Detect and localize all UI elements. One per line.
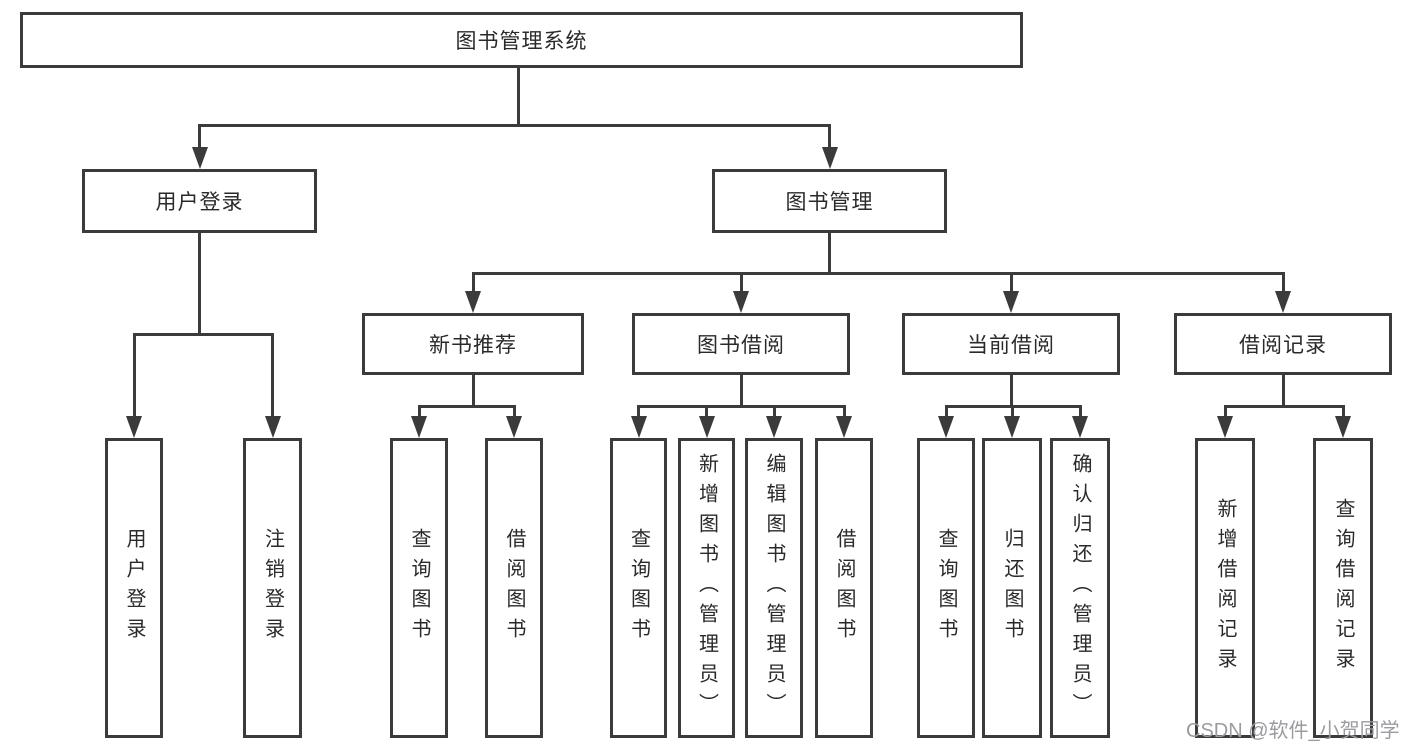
node-book-management: 图书管理 bbox=[712, 169, 947, 233]
connector-drop bbox=[271, 334, 274, 418]
leaf-cb-confirm-return-admin-label: 确认归还（管理员） bbox=[1069, 453, 1091, 723]
leaf-cb-return-book-label: 归还图书 bbox=[1001, 528, 1023, 648]
leaf-nb-search-book-label: 查询图书 bbox=[408, 528, 430, 648]
connector-drop bbox=[1010, 406, 1014, 418]
leaf-br-add-record: 新增借阅记录 bbox=[1195, 438, 1255, 738]
arrow-down-icon bbox=[1003, 291, 1019, 313]
leaf-user-login: 用户登录 bbox=[105, 438, 163, 738]
node-current-borrow: 当前借阅 bbox=[902, 313, 1120, 375]
leaf-bb-add-book-admin-label: 新增图书（管理员） bbox=[695, 453, 718, 723]
arrow-down-icon bbox=[733, 291, 749, 313]
connector-stem bbox=[471, 375, 475, 406]
arrow-down-icon bbox=[465, 291, 481, 313]
leaf-br-search-record: 查询借阅记录 bbox=[1313, 438, 1373, 738]
leaf-user-login-label: 用户登录 bbox=[123, 528, 145, 648]
connector-stem bbox=[1281, 375, 1285, 406]
leaf-cb-return-book: 归还图书 bbox=[982, 438, 1042, 738]
leaf-bb-borrow-book: 借阅图书 bbox=[815, 438, 873, 738]
node-new-book-recommend: 新书推荐 bbox=[362, 313, 584, 375]
connector-stem bbox=[828, 233, 831, 273]
connector-bar bbox=[198, 123, 831, 127]
leaf-cb-search-book-label: 查询图书 bbox=[935, 528, 957, 648]
arrow-down-icon bbox=[264, 416, 281, 438]
arrow-down-icon bbox=[836, 416, 852, 438]
connector-drop bbox=[739, 273, 743, 293]
arrow-down-icon bbox=[191, 147, 208, 169]
leaf-bb-borrow-book-label: 借阅图书 bbox=[833, 528, 855, 648]
arrow-down-icon bbox=[766, 416, 782, 438]
leaf-nb-search-book: 查询图书 bbox=[390, 438, 448, 738]
connector-drop bbox=[828, 125, 831, 149]
leaf-bb-edit-book-admin: 编辑图书（管理员） bbox=[745, 438, 803, 738]
connector-drop bbox=[471, 273, 475, 293]
leaf-bb-edit-book-admin-label: 编辑图书（管理员） bbox=[763, 453, 785, 723]
connector-drop bbox=[512, 406, 516, 418]
leaf-logout-label: 注销登录 bbox=[261, 528, 284, 648]
arrow-down-icon bbox=[821, 147, 838, 169]
arrow-down-icon bbox=[938, 416, 954, 438]
node-user-login: 用户登录 bbox=[82, 169, 317, 233]
connector-drop bbox=[944, 406, 948, 418]
connector-drop bbox=[1223, 406, 1227, 418]
connector-stem bbox=[1009, 375, 1013, 406]
arrow-down-icon bbox=[411, 416, 427, 438]
connector-drop bbox=[132, 334, 136, 418]
leaf-cb-confirm-return-admin: 确认归还（管理员） bbox=[1050, 438, 1110, 738]
connector-drop bbox=[417, 406, 421, 418]
connector-drop bbox=[705, 406, 708, 418]
leaf-nb-borrow-book: 借阅图书 bbox=[485, 438, 543, 738]
connector-bar bbox=[471, 271, 1285, 275]
connector-drop bbox=[637, 406, 640, 418]
node-borrow-records: 借阅记录 bbox=[1174, 313, 1392, 375]
arrow-down-icon bbox=[1217, 416, 1233, 438]
connector-drop bbox=[842, 406, 846, 418]
connector-drop bbox=[1281, 273, 1285, 293]
leaf-logout: 注销登录 bbox=[243, 438, 302, 738]
connector-stem bbox=[517, 68, 520, 125]
arrow-down-icon bbox=[126, 416, 142, 438]
connector-drop bbox=[772, 406, 776, 418]
arrow-down-icon bbox=[698, 416, 715, 438]
node-library-system: 图书管理系统 bbox=[20, 12, 1023, 68]
connector-drop bbox=[1341, 406, 1345, 418]
leaf-cb-search-book: 查询图书 bbox=[917, 438, 975, 738]
leaf-br-search-record-label: 查询借阅记录 bbox=[1332, 498, 1354, 678]
connector-stem bbox=[739, 375, 743, 406]
node-book-borrow: 图书借阅 bbox=[632, 313, 850, 375]
arrow-down-icon bbox=[1072, 416, 1088, 438]
arrow-down-icon bbox=[1004, 416, 1020, 438]
leaf-nb-borrow-book-label: 借阅图书 bbox=[503, 528, 525, 648]
arrow-down-icon bbox=[506, 416, 522, 438]
connector-bar bbox=[417, 404, 516, 408]
leaf-bb-search-book: 查询图书 bbox=[610, 438, 667, 738]
connector-bar bbox=[132, 332, 274, 336]
leaf-bb-search-book-label: 查询图书 bbox=[627, 528, 650, 648]
connector-drop bbox=[1009, 273, 1013, 293]
arrow-down-icon bbox=[630, 416, 647, 438]
connector-bar bbox=[637, 404, 846, 408]
csdn-watermark: CSDN @软件_小贺同学 bbox=[1186, 720, 1400, 742]
leaf-br-add-record-label: 新增借阅记录 bbox=[1214, 498, 1236, 678]
connector-bar bbox=[1223, 404, 1345, 408]
connector-drop bbox=[1078, 406, 1082, 418]
arrow-down-icon bbox=[1275, 291, 1291, 313]
connector-drop bbox=[198, 125, 201, 149]
connector-stem bbox=[198, 233, 201, 334]
leaf-bb-add-book-admin: 新增图书（管理员） bbox=[678, 438, 735, 738]
arrow-down-icon bbox=[1335, 416, 1351, 438]
